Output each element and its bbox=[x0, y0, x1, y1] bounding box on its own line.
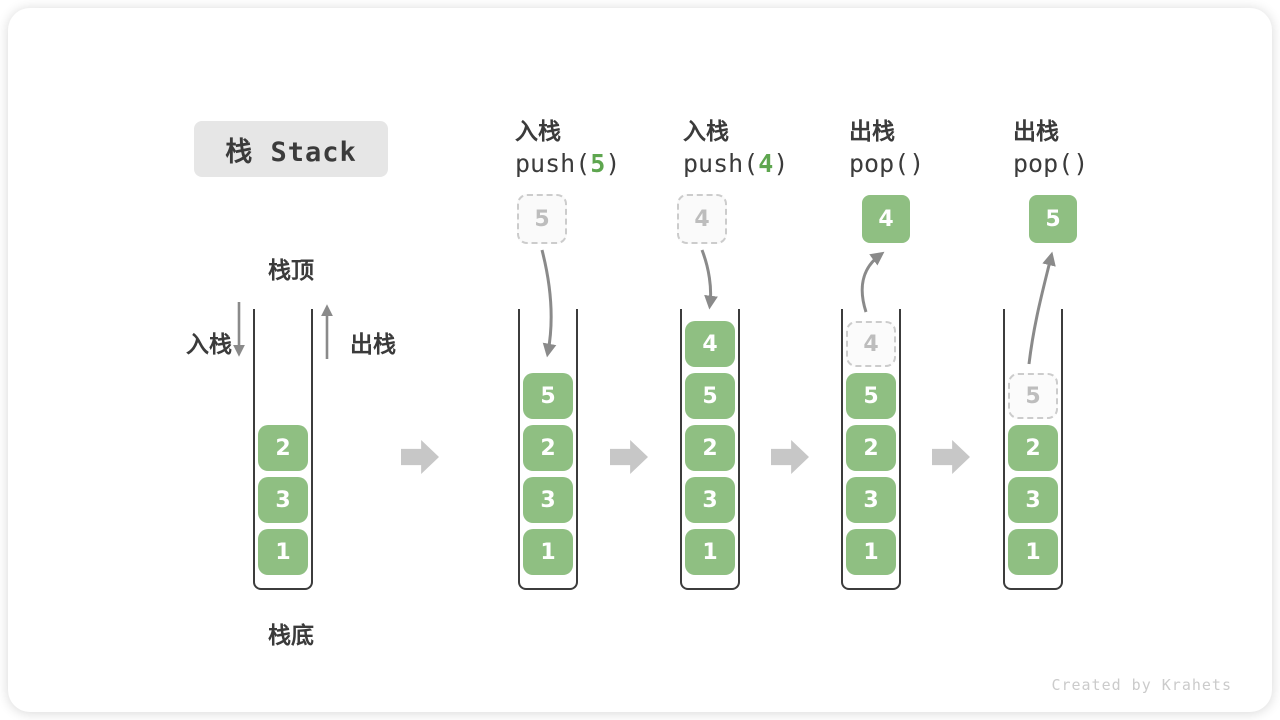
stack-cell: 5 bbox=[523, 373, 573, 419]
step-arrow-icon bbox=[610, 440, 648, 474]
operation-code: pop() bbox=[849, 149, 924, 178]
code-post: ) bbox=[909, 149, 925, 178]
stack-cell: 4 bbox=[685, 321, 735, 367]
step-arrow-icon bbox=[401, 440, 439, 474]
stack-cell: 5 bbox=[685, 373, 735, 419]
operation-code: push(4) bbox=[683, 149, 788, 178]
code-post: ) bbox=[773, 149, 789, 178]
stack-cell: 2 bbox=[258, 425, 308, 471]
push-side-label: 入栈 bbox=[186, 332, 232, 358]
code-pre: push( bbox=[683, 149, 759, 178]
operation-name: 入栈 bbox=[515, 119, 561, 145]
stack-cell-ghost: 4 bbox=[846, 321, 896, 367]
stack-top-label: 栈顶 bbox=[268, 258, 314, 284]
stack-cell: 3 bbox=[1008, 477, 1058, 523]
code-pre: pop( bbox=[849, 149, 910, 178]
watermark: Created by Krahets bbox=[1051, 676, 1232, 694]
code-pre: pop( bbox=[1013, 149, 1074, 178]
stack-bottom-label: 栈底 bbox=[268, 623, 314, 649]
operation-label: 入栈 push(4) bbox=[683, 112, 788, 178]
popped-value-box: 5 bbox=[1029, 195, 1077, 243]
push-4-arrow bbox=[700, 249, 718, 310]
popped-value-box: 4 bbox=[862, 195, 910, 243]
operation-name: 出栈 bbox=[849, 119, 895, 145]
pop-side-label: 出栈 bbox=[350, 332, 396, 358]
title-box: 栈 Stack bbox=[194, 121, 388, 177]
stack-cell: 1 bbox=[846, 529, 896, 575]
step-arrow-icon bbox=[771, 440, 809, 474]
title-text: 栈 Stack bbox=[225, 136, 357, 168]
stack-cell: 1 bbox=[258, 529, 308, 575]
stack-cell: 2 bbox=[1008, 425, 1058, 471]
operation-name: 出栈 bbox=[1013, 119, 1059, 145]
stack-cell: 1 bbox=[523, 529, 573, 575]
stack-cell: 3 bbox=[258, 477, 308, 523]
stack-cell: 3 bbox=[685, 477, 735, 523]
pop-4-arrow bbox=[860, 251, 885, 313]
operation-code: pop() bbox=[1013, 149, 1088, 178]
code-post: ) bbox=[1073, 149, 1089, 178]
code-post: ) bbox=[605, 149, 621, 178]
operation-label: 入栈 push(5) bbox=[515, 112, 620, 178]
stack-cell: 3 bbox=[846, 477, 896, 523]
stack-cell: 5 bbox=[846, 373, 896, 419]
operation-name: 入栈 bbox=[683, 119, 729, 145]
incoming-value-box: 5 bbox=[517, 194, 567, 244]
stack-cell-ghost: 5 bbox=[1008, 373, 1058, 419]
operation-code: push(5) bbox=[515, 149, 620, 178]
step-arrow-icon bbox=[932, 440, 970, 474]
operation-label: 出栈 pop() bbox=[849, 112, 924, 178]
code-argument: 4 bbox=[758, 149, 774, 178]
code-argument: 5 bbox=[590, 149, 606, 178]
stack-cell: 2 bbox=[685, 425, 735, 471]
incoming-value-box: 4 bbox=[677, 194, 727, 244]
stack-cell: 2 bbox=[846, 425, 896, 471]
stack-cell: 2 bbox=[523, 425, 573, 471]
operation-label: 出栈 pop() bbox=[1013, 112, 1088, 178]
stack-cell: 3 bbox=[523, 477, 573, 523]
stack-cell: 1 bbox=[685, 529, 735, 575]
code-pre: push( bbox=[515, 149, 591, 178]
stack-cell: 1 bbox=[1008, 529, 1058, 575]
